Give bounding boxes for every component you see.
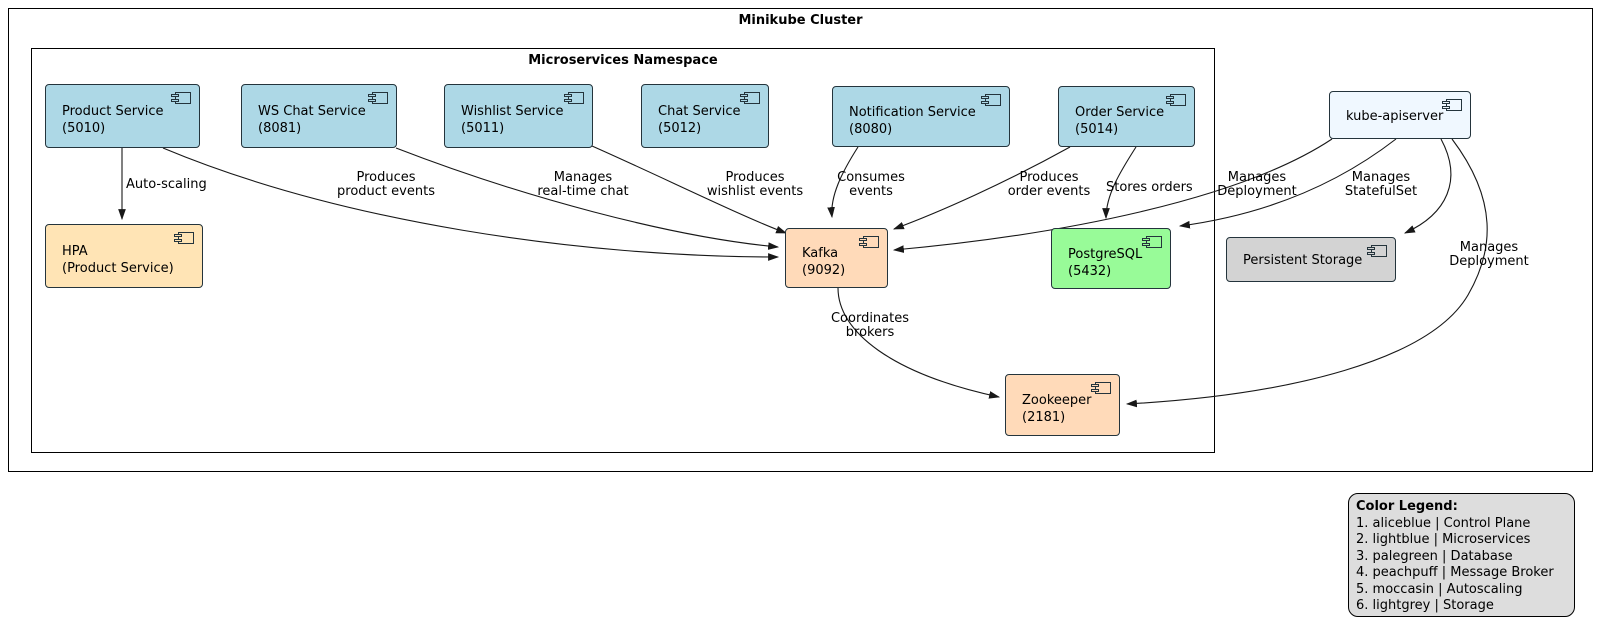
legend-item-aliceblue: 1. aliceblue | Control Plane bbox=[1356, 515, 1531, 531]
edge-label-manages-real-time-chat: Manages real-time chat bbox=[537, 170, 629, 199]
legend-item-moccasin: 5. moccasin | Autoscaling bbox=[1356, 581, 1523, 597]
legend-item-peachpuff: 4. peachpuff | Message Broker bbox=[1356, 565, 1554, 580]
node-zookeeper: Zookeeper (2181) bbox=[1005, 374, 1120, 436]
node-kube-apiserver: kube-apiserver bbox=[1329, 91, 1471, 139]
edge-label-stores-orders: Stores orders bbox=[1106, 180, 1193, 195]
color-legend-title: Color Legend: bbox=[1356, 499, 1458, 514]
node-ws-chat-service: WS Chat Service (8081) bbox=[241, 84, 397, 148]
component-icon bbox=[564, 92, 584, 104]
edge-label-manages-statefulset: Manages StatefulSet bbox=[1344, 170, 1418, 199]
legend-item-palegreen: 3. palegreen | Database bbox=[1356, 548, 1513, 564]
node-hpa: HPA (Product Service) bbox=[45, 224, 203, 288]
node-chat-service: Chat Service (5012) bbox=[641, 84, 769, 148]
component-icon bbox=[1442, 99, 1462, 111]
component-icon bbox=[740, 92, 760, 104]
edge-label-auto-scaling: Auto-scaling bbox=[126, 177, 207, 192]
legend-item-lightblue: 2. lightblue | Microservices bbox=[1356, 532, 1531, 547]
node-persistent-storage: Persistent Storage bbox=[1226, 237, 1396, 282]
node-wishlist-service: Wishlist Service (5011) bbox=[444, 84, 593, 148]
component-icon bbox=[981, 94, 1001, 106]
component-icon bbox=[1166, 94, 1186, 106]
minikube-cluster-frame: Minikube Cluster bbox=[8, 8, 1593, 472]
node-notification-service: Notification Service (8080) bbox=[832, 86, 1010, 147]
edge-label-manages-deployment-zookeeper: Manages Deployment bbox=[1449, 240, 1529, 269]
edge-label-produces-order-events: Produces order events bbox=[1007, 170, 1091, 199]
minikube-cluster-title: Minikube Cluster bbox=[738, 13, 863, 28]
component-icon bbox=[859, 236, 879, 248]
node-kafka: Kafka (9092) bbox=[785, 228, 888, 288]
edge-label-produces-product-events: Produces product events bbox=[337, 170, 435, 199]
component-icon bbox=[368, 92, 388, 104]
component-icon bbox=[171, 92, 191, 104]
edge-label-consumes-events: Consumes events bbox=[837, 170, 905, 199]
component-icon bbox=[1142, 236, 1162, 248]
legend-item-lightgrey: 6. lightgrey | Storage bbox=[1356, 598, 1494, 613]
node-order-service: Order Service (5014) bbox=[1058, 86, 1195, 147]
edge-label-produces-wishlist-events: Produces wishlist events bbox=[706, 170, 804, 199]
component-icon bbox=[174, 232, 194, 244]
component-icon bbox=[1091, 382, 1111, 394]
microservices-namespace-title: Microservices Namespace bbox=[528, 53, 718, 68]
edge-label-coordinates-brokers: Coordinates brokers bbox=[830, 311, 910, 340]
color-legend: Color Legend: 1. aliceblue | Control Pla… bbox=[1348, 493, 1575, 617]
edge-label-manages-deployment-kafka: Manages Deployment bbox=[1217, 170, 1297, 199]
component-icon bbox=[1367, 245, 1387, 257]
node-postgresql: PostgreSQL (5432) bbox=[1051, 228, 1171, 289]
node-product-service: Product Service (5010) bbox=[45, 84, 200, 148]
